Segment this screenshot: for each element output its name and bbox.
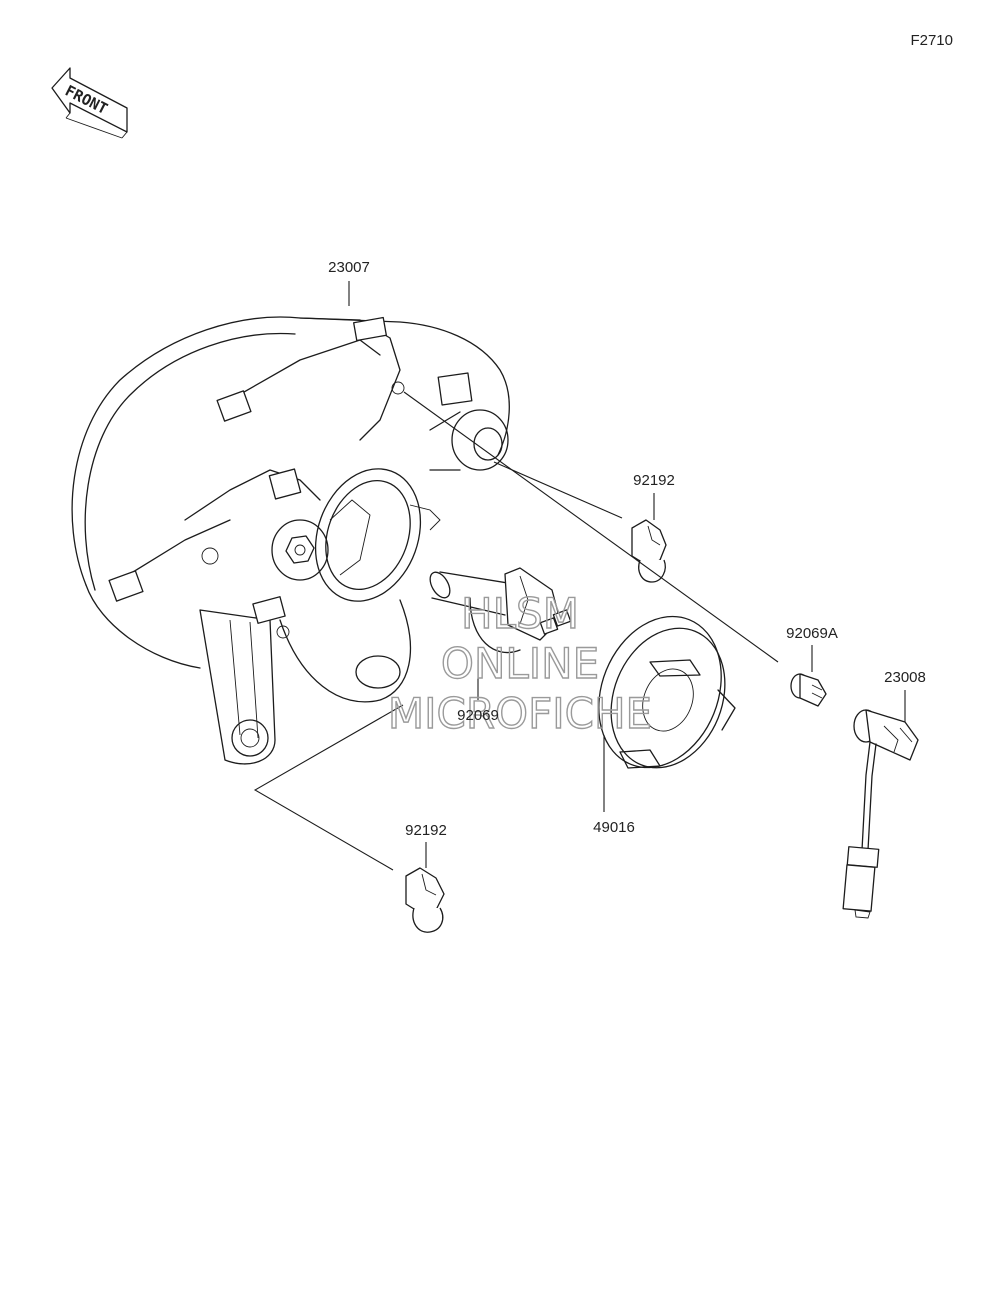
bulb-socket-upper-drawing [631,519,667,583]
leader-lines [253,281,906,871]
figure-code: F2710 [910,32,953,49]
part-number-headlight-bulb[interactable]: 92069 [457,707,499,724]
watermark: HLSM ONLINE MICROFICHE [387,588,653,738]
headlight-assembly-drawing [71,316,510,765]
watermark-line-3: MICROFICHE [388,689,652,738]
position-bulb-drawing [790,673,827,707]
part-number-dust-cover[interactable]: 49016 [593,819,635,836]
socket-harness-drawing [842,709,919,919]
part-number-socket-harness[interactable]: 23008 [884,669,926,686]
dust-cover-drawing [598,615,736,769]
part-number-headlight-assembly[interactable]: 23007 [328,259,370,276]
headlight-bulb-drawing [429,567,572,654]
bulb-socket-lower-drawing [405,867,445,933]
part-number-bulb-socket-upper[interactable]: 92192 [633,472,675,489]
watermark-line-2: ONLINE [441,639,599,688]
part-number-position-bulb[interactable]: 92069A [786,625,838,642]
part-number-bulb-socket-lower[interactable]: 92192 [405,822,447,839]
watermark-line-1: HLSM [461,589,579,638]
front-arrow-icon: FRONT [51,67,128,139]
